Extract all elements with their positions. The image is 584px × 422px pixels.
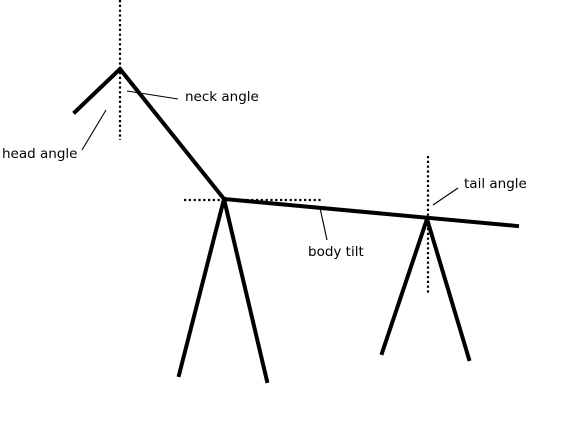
tail-angle-leader-line bbox=[432, 187, 459, 206]
front-leg-left-stroke bbox=[176, 196, 227, 378]
hind-leg-left-stroke bbox=[379, 216, 430, 356]
neck-angle-leader-line bbox=[126, 90, 179, 100]
head-stroke bbox=[72, 66, 123, 115]
head-angle-label: head angle bbox=[2, 146, 77, 162]
head-angle-leader-line bbox=[81, 109, 107, 151]
body-tilt-label: body tilt bbox=[308, 244, 364, 260]
tail-angle-label: tail angle bbox=[464, 176, 527, 192]
neck-stroke bbox=[117, 66, 227, 202]
neck-angle-label: neck angle bbox=[185, 89, 259, 105]
front-leg-right-stroke bbox=[221, 196, 270, 384]
body-tilt-leader-line bbox=[319, 207, 328, 241]
hind-leg-right-stroke bbox=[424, 216, 472, 362]
body-stroke bbox=[221, 196, 520, 229]
